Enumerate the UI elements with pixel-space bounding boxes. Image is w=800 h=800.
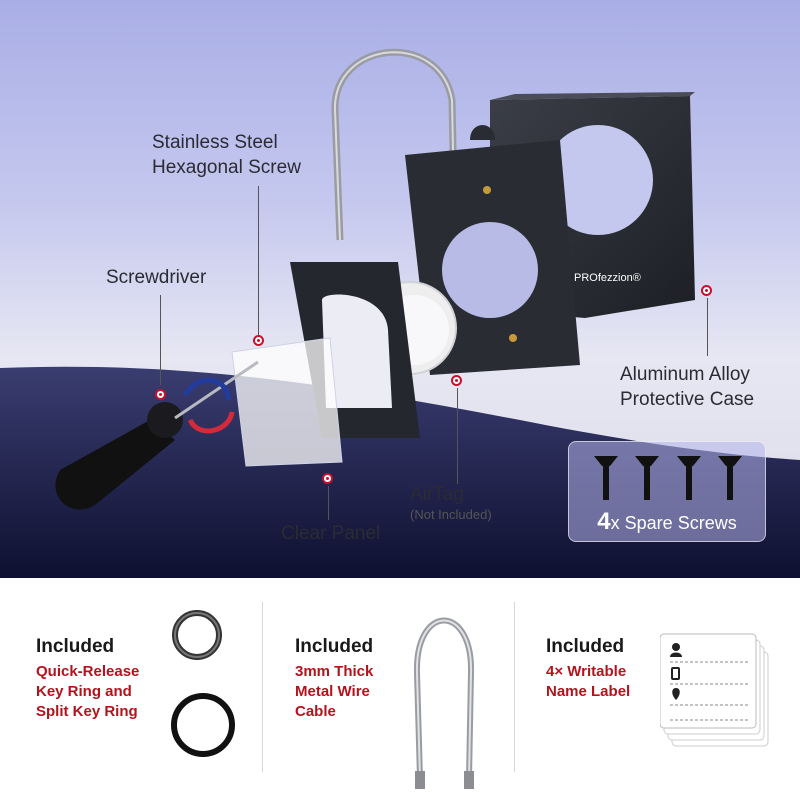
screw-icon bbox=[594, 456, 618, 500]
screw-icon bbox=[717, 456, 742, 500]
section-divider bbox=[262, 602, 263, 772]
included-desc: 3mm Thick Metal Wire Cable bbox=[295, 663, 374, 720]
spare-screws-label: 4x Spare Screws bbox=[597, 508, 737, 535]
screwdriver-leader bbox=[160, 295, 161, 385]
airtag-callout: AirTag (Not Included) bbox=[410, 484, 492, 522]
included-desc: 4× Writable Name Label bbox=[546, 663, 631, 700]
wire-cable-icon bbox=[413, 617, 475, 789]
case-callout: Aluminum Alloy Protective Case bbox=[620, 364, 755, 410]
quick-release-ring-icon bbox=[172, 610, 222, 660]
screw-hole bbox=[509, 334, 517, 342]
screw-icon bbox=[635, 456, 660, 500]
screws-row bbox=[593, 454, 743, 504]
case-window bbox=[543, 125, 653, 235]
clear-panel bbox=[231, 337, 343, 467]
included-title: Included bbox=[295, 636, 374, 657]
screw-icon bbox=[676, 456, 701, 500]
screw-callout: Stainless Steel Hexagonal Screw bbox=[152, 132, 301, 178]
clear-panel-marker bbox=[322, 473, 333, 484]
clear-panel-leader bbox=[328, 486, 329, 520]
clear-panel-callout: Clear Panel bbox=[281, 523, 381, 544]
section-divider bbox=[514, 602, 515, 772]
spare-screws-box: 4x Spare Screws bbox=[568, 441, 766, 542]
split-key-ring-icon bbox=[171, 693, 235, 757]
airtag-leader bbox=[457, 388, 458, 484]
included-title: Included bbox=[36, 636, 115, 657]
case-leader bbox=[707, 298, 708, 356]
case-marker bbox=[701, 285, 712, 296]
screw-hole bbox=[483, 186, 491, 194]
brand-mark: PROfezzion® bbox=[574, 272, 641, 284]
screwdriver-callout: Screwdriver bbox=[106, 267, 207, 288]
airtag-marker bbox=[451, 375, 462, 386]
rotation-arrow bbox=[182, 377, 231, 401]
screwdriver-marker bbox=[155, 389, 166, 400]
included-section: Included Quick-Release Key Ring and Spli… bbox=[0, 578, 800, 800]
product-scene: PROfezzion® Stainless Steel Hexagonal Sc… bbox=[0, 0, 800, 578]
included-title: Included bbox=[546, 636, 625, 657]
screw-leader bbox=[258, 186, 259, 336]
screwdriver bbox=[55, 420, 175, 510]
screw-marker bbox=[253, 335, 264, 346]
name-label-card-icon bbox=[660, 633, 769, 747]
included-desc: Quick-Release Key Ring and Split Key Rin… bbox=[36, 663, 140, 720]
